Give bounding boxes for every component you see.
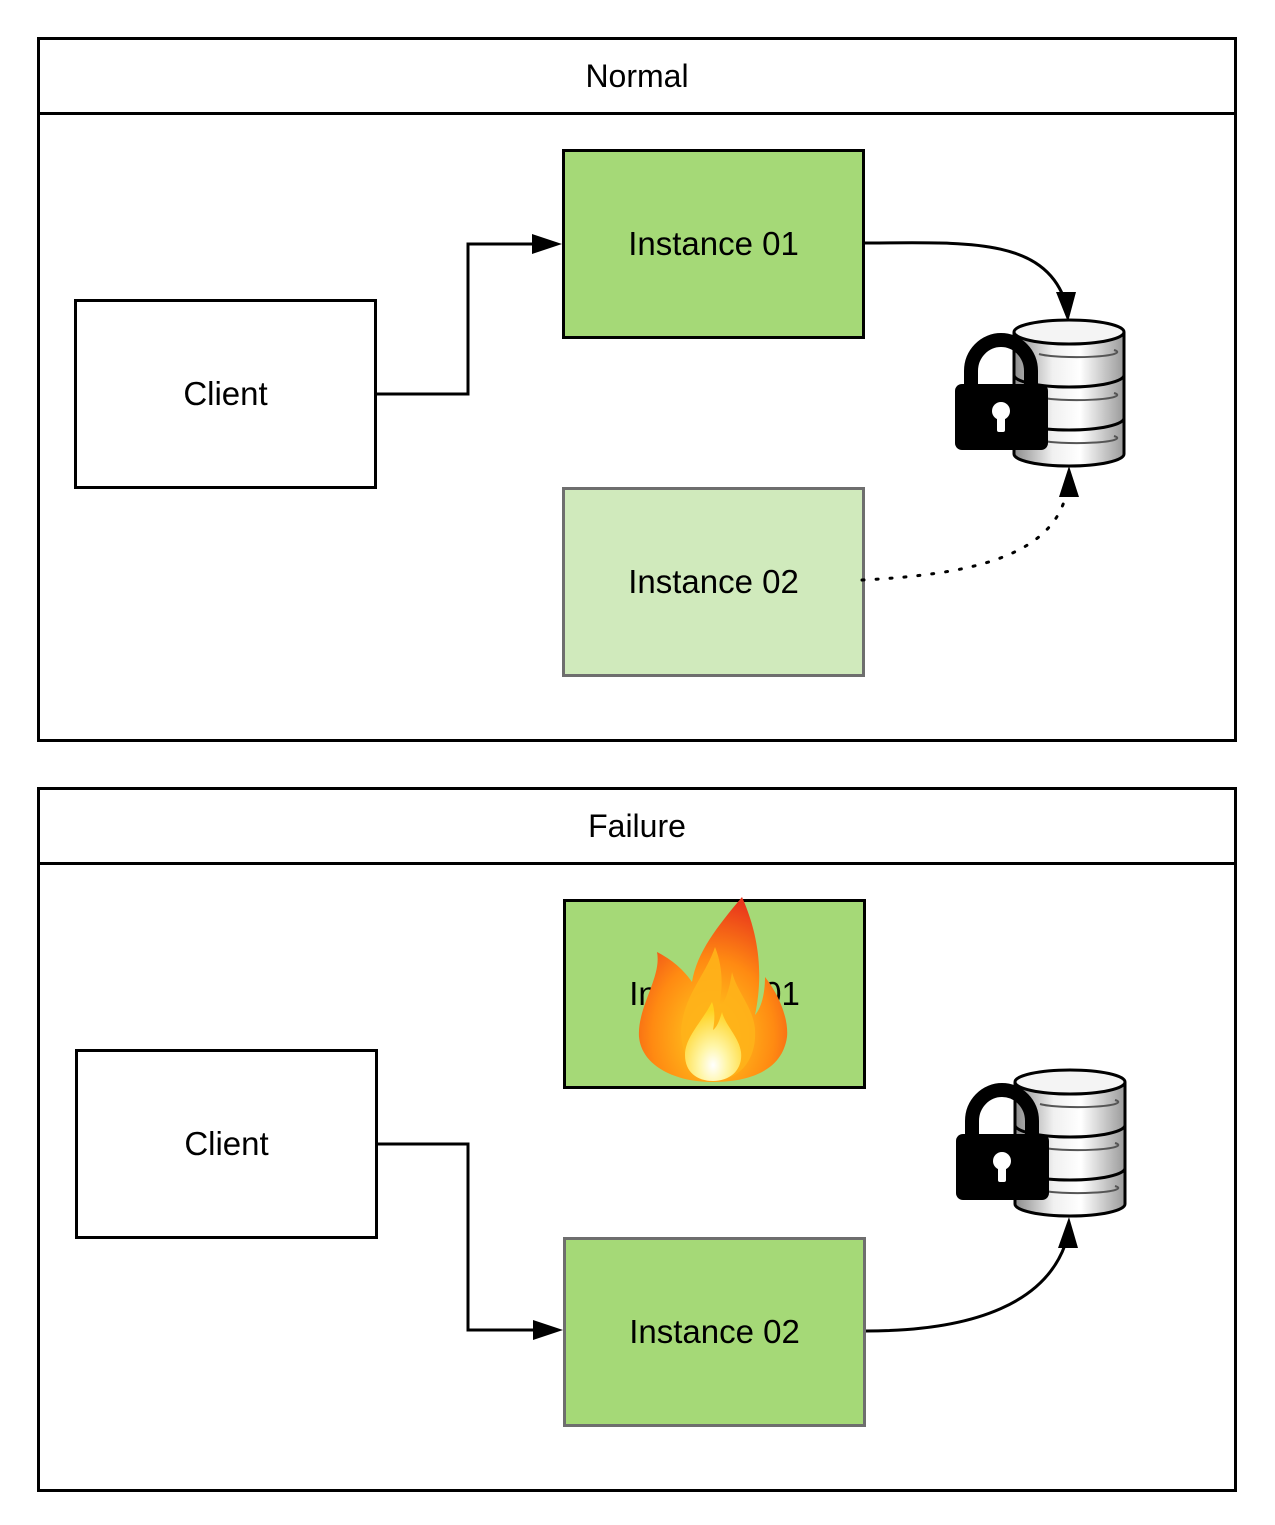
instance-01-node: Instance 01 [562,149,865,339]
instance-02-node: Instance 02 [563,1237,866,1427]
instance-01-node: Instance 01 [563,899,866,1089]
instance-02-node: Instance 02 [562,487,865,677]
panel-title: Failure [40,790,1234,865]
instance-label: Instance 02 [629,1313,800,1350]
client-label: Client [183,375,268,412]
client-node: Client [75,1049,378,1239]
client-node: Client [74,299,377,489]
instance-label: Instance 02 [628,563,799,600]
instance-label: Instance 01 [628,225,799,262]
panel-title: Normal [40,40,1234,115]
instance-label: Instance 01 [629,975,800,1012]
client-label: Client [184,1125,269,1162]
